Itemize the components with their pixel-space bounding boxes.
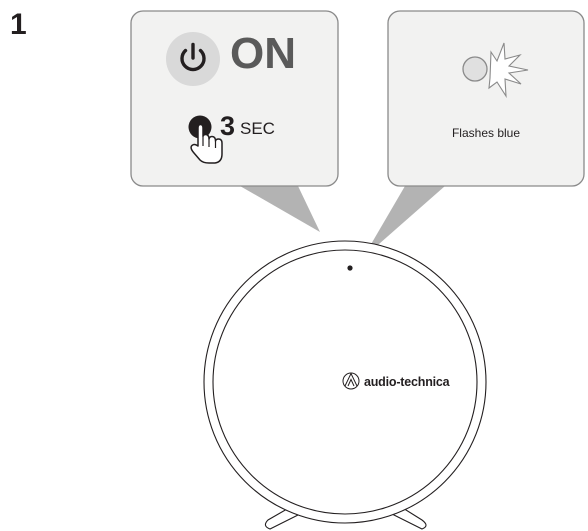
power-state-label: ON bbox=[230, 29, 296, 78]
press-and-hold-finger-icon bbox=[188, 115, 223, 164]
hold-duration-unit: SEC bbox=[240, 119, 275, 138]
indicator-status-text: Flashes blue bbox=[451, 126, 521, 140]
speaker-device bbox=[203, 240, 487, 530]
step-number: 1 bbox=[10, 8, 27, 41]
indicator-callout-pointer bbox=[363, 186, 445, 258]
power-icon bbox=[166, 32, 220, 86]
indicator-led-dot bbox=[347, 265, 353, 271]
flashing-led-icon bbox=[462, 42, 529, 99]
power-callout-pointer bbox=[240, 186, 320, 232]
brand-label: audio-technica bbox=[364, 375, 450, 389]
device-face bbox=[212, 249, 478, 515]
audio-technica-logo-icon bbox=[342, 372, 360, 390]
indicator-callout-box bbox=[387, 10, 585, 187]
hold-duration-value: 3 bbox=[220, 111, 236, 141]
